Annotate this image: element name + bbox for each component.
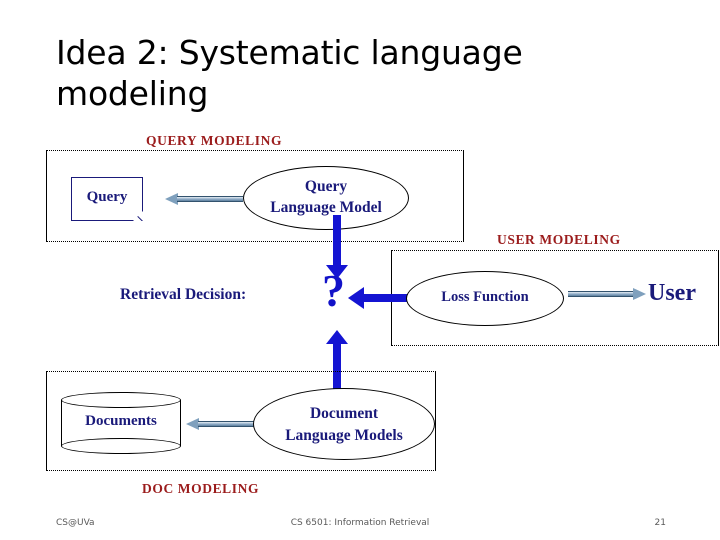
arrow-head-right-icon — [633, 288, 646, 300]
arrow-shaft — [568, 291, 634, 297]
panel-edge-left — [46, 150, 47, 242]
arrow-shaft — [177, 196, 243, 202]
document-language-models-label: Document Language Models — [285, 405, 403, 444]
loss-function-label: Loss Function — [441, 289, 529, 305]
panel-edge-left — [46, 371, 47, 471]
query-modeling-panel — [46, 150, 464, 242]
panel-edge-top — [46, 150, 464, 151]
retrieval-decision-label: Retrieval Decision: — [120, 286, 247, 303]
arrow-qlm-to-query — [165, 193, 243, 205]
arrow-loss-to-user — [568, 288, 646, 300]
footer-center: CS 6501: Information Retrieval — [290, 518, 430, 528]
footer-page-number: 21 — [654, 518, 666, 528]
arrow-head-down-icon — [326, 265, 348, 279]
arrow-head-up-icon — [326, 330, 348, 344]
cylinder-top-ellipse — [61, 392, 181, 408]
cylinder-bottom-ellipse — [61, 438, 181, 454]
arrow-shaft — [198, 421, 258, 427]
arrow-head-left-icon — [165, 193, 178, 205]
document-fold-corner-icon — [133, 211, 143, 221]
doc-modeling-panel — [46, 371, 436, 471]
query-language-model-label: Query Language Model — [270, 178, 382, 216]
arrow-qlm-down-to-decision — [326, 215, 348, 279]
query-document-label: Query — [86, 189, 128, 205]
user-modeling-caption: USER MODELING — [497, 232, 621, 247]
documents-label: Documents — [85, 413, 157, 429]
question-mark-glyph: ? — [322, 265, 345, 316]
arrow-head-left-icon — [186, 418, 199, 430]
documents-cylinder-shape: Documents — [61, 392, 181, 454]
arrow-loss-to-decision — [348, 287, 416, 309]
panel-edge-top — [46, 371, 436, 372]
footer-left: CS@UVa — [56, 518, 95, 528]
user-label: User — [648, 280, 696, 306]
arrow-dlm-to-documents — [186, 418, 258, 430]
doc-modeling-caption: DOC MODELING — [142, 481, 260, 496]
panel-edge-bottom — [391, 345, 719, 346]
query-document-shape: Query — [71, 177, 143, 221]
arrow-head-left-icon — [348, 287, 364, 309]
query-language-model-ellipse: Query Language Model — [243, 166, 409, 230]
query-modeling-caption: QUERY MODELING — [146, 133, 283, 148]
panel-edge-top — [391, 250, 719, 251]
panel-edge-right — [463, 150, 464, 242]
page-title: Idea 2: Systematic language modeling — [56, 33, 523, 113]
panel-edge-right — [718, 250, 719, 346]
panel-edge-right — [435, 371, 436, 471]
document-language-models-ellipse: Document Language Models — [253, 388, 435, 460]
loss-function-ellipse: Loss Function — [406, 271, 564, 326]
arrow-shaft — [333, 215, 341, 266]
arrow-shaft — [362, 294, 416, 302]
panel-edge-bottom — [46, 470, 436, 471]
panel-edge-bottom — [46, 241, 464, 242]
